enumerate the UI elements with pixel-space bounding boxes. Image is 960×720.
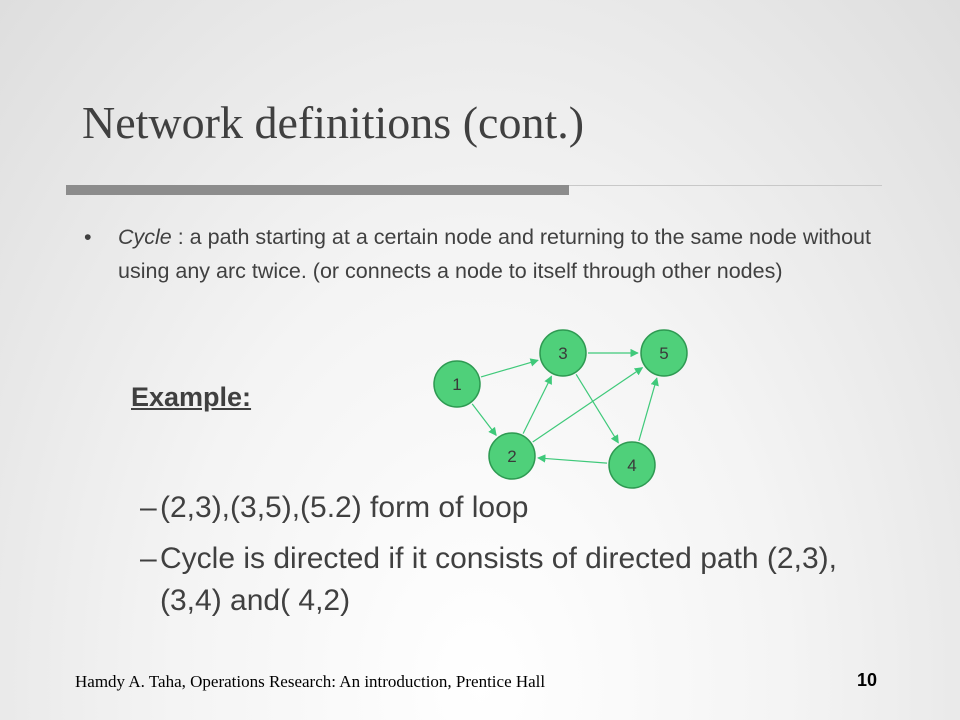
cycle-definition-bullet: • Cycle : a path starting at a certain n… (84, 220, 884, 288)
dash-marker: – (140, 491, 157, 524)
arc-3-4 (575, 373, 619, 444)
footer-citation: Hamdy A. Taha, Operations Research: An i… (75, 672, 546, 691)
arc-4-5 (638, 377, 659, 442)
example-label: Example: (131, 382, 252, 412)
cycle-definition-body: : a path starting at a certain node and … (118, 225, 871, 283)
loop-sub-bullet-text: (2,3),(3,5),(5.2) form of loop (160, 491, 529, 524)
directed-cycle-sub-bullet-text: Cycle is directed if it consists of dire… (160, 542, 837, 617)
slide-title: Network definitions (cont.) (82, 97, 585, 148)
node-circle (488, 432, 536, 480)
node-circle (539, 329, 587, 377)
nodes-layer: 1 2 3 4 5 (433, 329, 688, 489)
node-label: 5 (659, 344, 668, 363)
node-circle (640, 329, 688, 377)
node-circle (608, 441, 656, 489)
node-3: 3 (539, 329, 587, 377)
node-circle (433, 360, 481, 408)
bullet-marker: • (84, 225, 92, 249)
arc-4-2 (537, 454, 608, 464)
cycle-term: Cycle (118, 225, 172, 249)
node-4: 4 (608, 441, 656, 489)
node-label: 1 (452, 375, 461, 394)
arc-2-5 (532, 367, 644, 443)
arc-1-3 (480, 358, 539, 378)
title-underline-thin (569, 185, 882, 186)
directed-cycle-sub-bullet: – Cycle is directed if it consists of di… (140, 538, 860, 622)
cycle-definition-text: Cycle : a path starting at a certain nod… (118, 220, 884, 288)
node-2: 2 (488, 432, 536, 480)
arc-1-2 (471, 403, 497, 437)
slide-number: 10 (857, 670, 878, 690)
node-label: 3 (558, 344, 567, 363)
loop-sub-bullet: – (2,3),(3,5),(5.2) form of loop (140, 487, 860, 529)
arc-2-3 (522, 375, 553, 434)
node-1: 1 (433, 360, 481, 408)
node-label: 2 (507, 447, 516, 466)
title-underline-thick (66, 185, 569, 195)
dash-marker: – (140, 542, 157, 575)
node-label: 4 (627, 456, 636, 475)
arcs-layer (471, 348, 659, 464)
node-5: 5 (640, 329, 688, 377)
